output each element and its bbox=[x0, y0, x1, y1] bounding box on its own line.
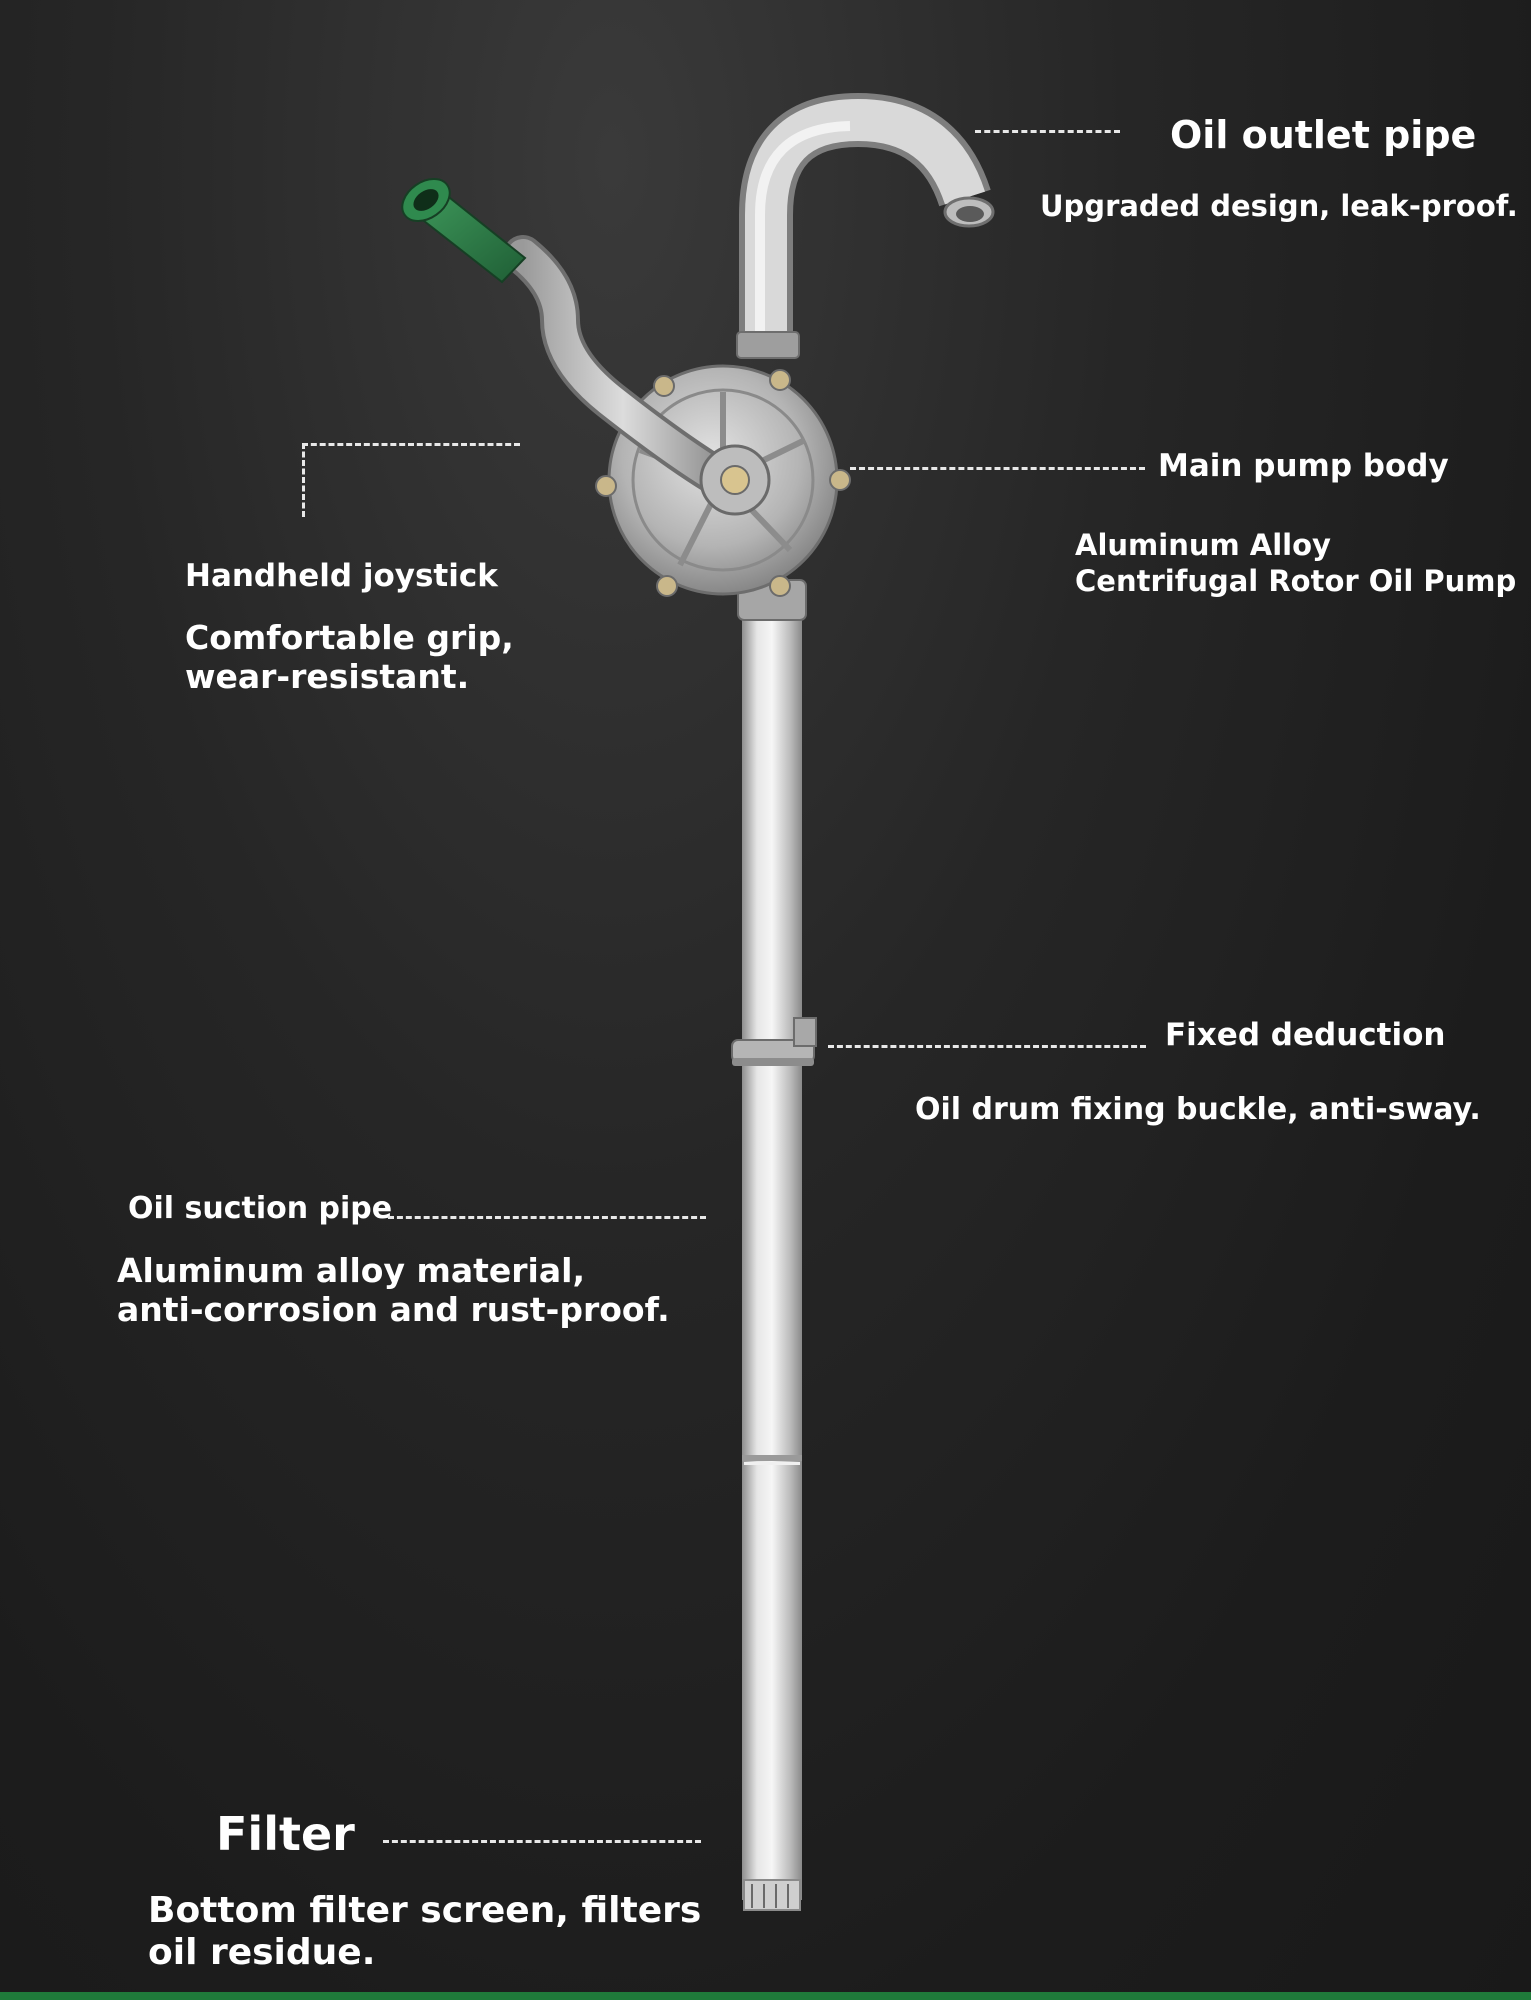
buckle-leader-line bbox=[828, 1045, 1146, 1048]
outlet-pipe bbox=[736, 92, 995, 359]
outlet-title: Oil outlet pipe bbox=[1170, 113, 1477, 157]
handle-title: Handheld joystick bbox=[185, 558, 498, 594]
filter-desc-line2: oil residue. bbox=[148, 1932, 376, 1973]
suction-title: Oil suction pipe bbox=[128, 1191, 393, 1226]
handle-desc-line1: Comfortable grip, bbox=[185, 618, 514, 657]
suction-desc-line1: Aluminum alloy material, bbox=[117, 1251, 585, 1290]
handle-grip bbox=[401, 178, 527, 284]
suction-pipe bbox=[742, 600, 802, 1900]
filter-title: Filter bbox=[216, 1807, 355, 1861]
crank-handle bbox=[503, 235, 771, 516]
outlet-desc: Upgraded design, leak-proof. bbox=[1040, 189, 1518, 223]
drum-buckle bbox=[731, 1017, 817, 1066]
buckle-title: Fixed deduction bbox=[1165, 1017, 1446, 1053]
filter-leader-line bbox=[383, 1840, 701, 1843]
suction-desc-line2: anti-corrosion and rust-proof. bbox=[117, 1290, 670, 1329]
filter-screen bbox=[743, 1879, 801, 1911]
buckle-desc: Oil drum fixing buckle, anti-sway. bbox=[915, 1092, 1481, 1127]
body-leader-line bbox=[850, 467, 1145, 470]
body-desc-line2: Centrifugal Rotor Oil Pump bbox=[1075, 564, 1517, 598]
body-desc-line1: Aluminum Alloy bbox=[1075, 528, 1331, 562]
handle-leader-line-v bbox=[302, 443, 305, 517]
handle-desc-line2: wear-resistant. bbox=[185, 657, 470, 696]
body-title: Main pump body bbox=[1158, 448, 1449, 484]
filter-desc-line1: Bottom filter screen, filters bbox=[148, 1890, 702, 1931]
suction-leader-line bbox=[388, 1216, 706, 1219]
handle-leader-line-h bbox=[302, 443, 520, 446]
bottom-accent-bar bbox=[0, 1992, 1531, 2000]
outlet-leader-line bbox=[975, 130, 1120, 133]
